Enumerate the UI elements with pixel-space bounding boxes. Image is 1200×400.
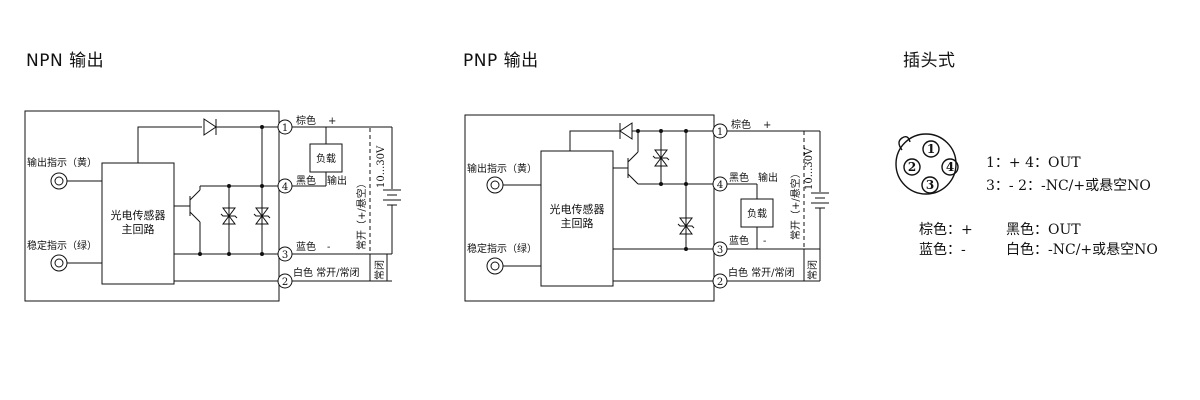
npn-pin-3-label: 3: [282, 250, 288, 261]
pnp-pin-1-label: 1: [717, 127, 723, 138]
pnp-voltage-label: 10...30V: [804, 147, 815, 190]
npn-voltage-label: 10...30V: [376, 145, 387, 188]
npn-circuit-label-2: 主回路: [122, 223, 155, 236]
pnp-output-label: 输出: [758, 171, 778, 184]
pnp-pin-2-label: 2: [717, 277, 723, 288]
pnp-output-indicator-label: 输出指示（黄）: [467, 162, 537, 175]
npn-output-label: 输出: [327, 174, 347, 187]
plug-legend-blue: 蓝色：-: [919, 242, 966, 258]
pnp-blue-label: 蓝色: [729, 234, 749, 247]
npn-load-label: 负载: [316, 152, 336, 165]
pnp-white-label: 白色 常开/常闭: [728, 266, 795, 279]
plug-key-notch: [898, 135, 911, 151]
plug-pinout-line-2: 3：- 2：-NC/+或悬空NO: [986, 178, 1151, 194]
plug-pinout-line-1: 1：+ 4：OUT: [986, 155, 1081, 171]
pnp-plus-label: +: [763, 120, 771, 131]
pnp-circuit-label-1: 光电传感器: [550, 202, 605, 216]
npn-pin-2-label: 2: [282, 277, 288, 288]
pnp-black-label: 黑色: [729, 171, 749, 184]
pnp-pin-3: [712, 241, 728, 257]
plug-pin-1: [922, 140, 940, 158]
pnp-title: PNP 输出: [463, 51, 539, 71]
pnp-stable-indicator-label: 稳定指示（绿）: [467, 242, 537, 255]
plug-pin-4: [941, 158, 959, 176]
plug-pin-4-label: 4: [946, 160, 954, 174]
plug-title: 插头式: [903, 51, 956, 71]
pnp-load-label: 负载: [747, 207, 767, 220]
plug-pin-3: [921, 176, 939, 194]
pnp-pin-3-label: 3: [717, 245, 723, 256]
pnp-no-label: 常开（+/悬空）: [789, 168, 802, 240]
pnp-sensor-frame: [464, 114, 715, 302]
npn-blue-label: 蓝色: [296, 240, 316, 253]
plug-legend-brown: 棕色：+: [919, 222, 973, 238]
npn-stable-indicator-label: 稳定指示（绿）: [27, 239, 97, 252]
npn-zener-1: [220, 201, 238, 231]
pnp-stable-indicator: [486, 257, 504, 275]
pnp-zener-1: [652, 143, 670, 173]
pnp-pin-4: [712, 176, 728, 192]
npn-diagram: [24, 110, 401, 302]
npn-brown-label: 棕色: [296, 114, 316, 127]
npn-circuit-label-1: 光电传感器: [111, 208, 166, 222]
npn-nc-label: 常闭: [373, 260, 386, 280]
npn-minus-label: -: [327, 242, 330, 253]
npn-black-label: 黑色: [296, 174, 316, 187]
npn-junctions: [198, 125, 264, 256]
pnp-diagram: [464, 114, 829, 302]
pnp-nc-label: 常闭: [806, 260, 819, 280]
npn-pin-1-label: 1: [282, 123, 288, 134]
pnp-pin-2: [712, 273, 728, 289]
npn-no-label: 常开（+/悬空）: [355, 178, 368, 250]
pnp-pin-1: [712, 123, 728, 139]
npn-diode: [203, 118, 217, 136]
plug-legend-black: 黑色：OUT: [1006, 222, 1081, 238]
plug-pin-2-label: 2: [908, 160, 916, 174]
npn-zener-2: [253, 201, 271, 231]
plug-pin-1-label: 1: [927, 142, 935, 156]
plug-legend-white: 白色：-NC/+或悬空NO: [1006, 242, 1158, 258]
plug-pin-2: [903, 158, 921, 176]
pnp-circuit-label-2: 主回路: [561, 217, 594, 230]
pnp-main-circuit-box: [540, 150, 614, 287]
pnp-zener-2: [677, 211, 695, 241]
npn-pin-3: [277, 246, 293, 262]
npn-white-label: 白色 常开/常闭: [293, 266, 360, 279]
pnp-output-indicator: [486, 176, 504, 194]
npn-sensor-frame: [24, 110, 280, 302]
pnp-minus-label: -: [763, 236, 766, 247]
npn-pin-4-label: 4: [282, 182, 288, 193]
pnp-brown-label: 棕色: [731, 118, 751, 131]
pnp-pin-4-label: 4: [717, 180, 723, 191]
npn-pin-1: [277, 119, 293, 135]
pnp-junctions: [636, 129, 688, 251]
npn-output-indicator-label: 输出指示（黄）: [27, 156, 97, 169]
plug-connector: [895, 133, 959, 195]
npn-output-indicator: [50, 172, 68, 190]
plug-pin-3-label: 3: [926, 178, 934, 192]
npn-title: NPN 输出: [26, 51, 105, 71]
npn-plus-label: +: [328, 116, 336, 127]
pnp-diode: [619, 122, 633, 140]
plug-outline: [895, 133, 957, 195]
npn-pin-2: [277, 273, 293, 289]
npn-stable-indicator: [50, 254, 68, 272]
npn-pin-4: [277, 178, 293, 194]
